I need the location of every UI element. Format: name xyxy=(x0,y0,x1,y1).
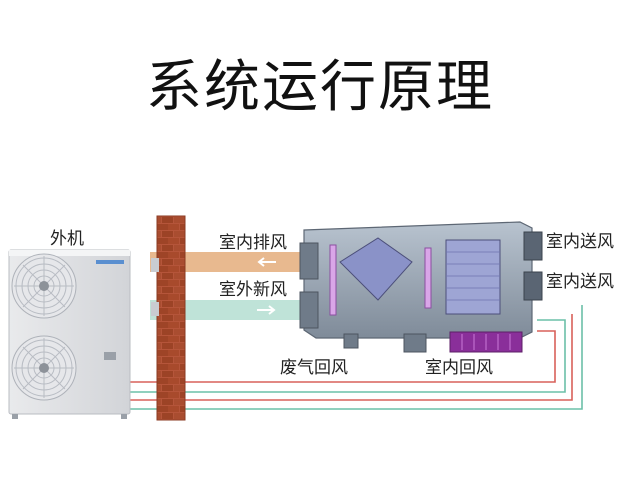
outdoor-unit-badge xyxy=(104,352,116,360)
exhaust-duct xyxy=(150,252,304,272)
indoor-unit xyxy=(299,221,543,353)
outdoor-unit-logo xyxy=(96,260,124,264)
indoor-exhaust-label: 室内排风 xyxy=(219,233,287,253)
fresh-air-duct xyxy=(150,300,304,320)
green-pipe-outer xyxy=(128,319,566,393)
green-pipe-inner xyxy=(128,305,583,410)
waste-return-label: 废气回风 xyxy=(280,358,348,378)
wall-vent-bottom xyxy=(151,302,159,316)
indoor-supply-label-1: 室内送风 xyxy=(546,232,614,252)
outdoor-unit xyxy=(8,249,131,419)
fan-icon xyxy=(11,253,77,319)
red-pipe-outer xyxy=(128,330,556,383)
waste-return-port xyxy=(403,333,427,353)
refrigerant-pipes xyxy=(128,305,583,410)
coil-block xyxy=(445,239,501,315)
arrow-right-icon xyxy=(257,305,276,315)
page-title: 系统运行原理 xyxy=(146,55,494,120)
drain-port xyxy=(343,333,359,349)
indoor-supply-label-2: 室内送风 xyxy=(546,272,614,292)
brick-wall xyxy=(156,215,186,421)
wall-vent-top xyxy=(151,258,159,272)
supply-port-bottom xyxy=(523,271,543,301)
indoor-return-label: 室内回风 xyxy=(425,358,493,378)
supply-port-top xyxy=(523,231,543,261)
heat-exchanger xyxy=(339,237,413,301)
filter-strip xyxy=(329,244,337,316)
red-pipe-inner xyxy=(128,314,573,401)
air-ducts xyxy=(150,252,304,320)
exhaust-port xyxy=(299,242,319,280)
fan-icon xyxy=(11,335,77,401)
arrow-left-icon xyxy=(257,257,276,267)
outdoor-unit-label: 外机 xyxy=(50,229,84,249)
fresh-air-port xyxy=(299,291,319,329)
outdoor-fresh-air-label: 室外新风 xyxy=(219,280,287,300)
